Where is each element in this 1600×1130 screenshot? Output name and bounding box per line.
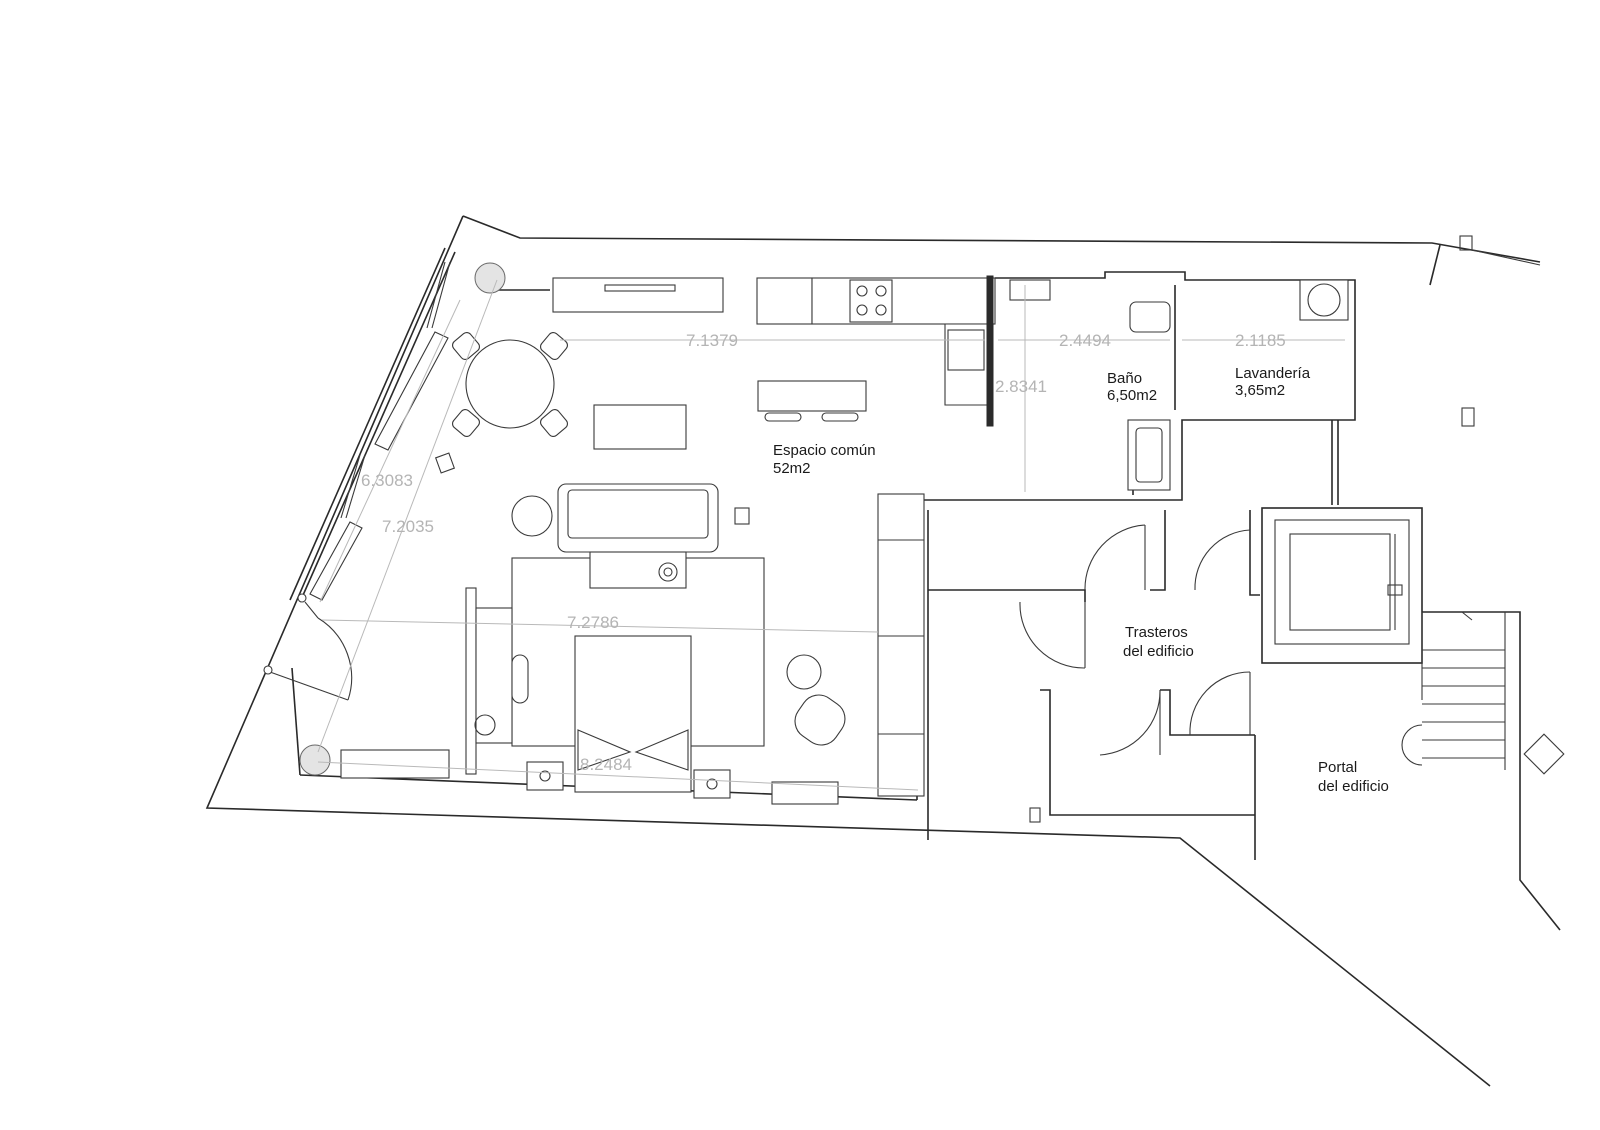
room-name-lavanderia: Lavandería [1235,365,1311,382]
dimension-label: 8.2484 [580,755,632,774]
outer-walls [205,215,1541,1087]
room-area-portal: del edificio [1318,778,1389,795]
dimension-label: 7.2786 [567,613,619,632]
bathroom-fixtures [1009,279,1171,491]
dimension-label: 2.4494 [1059,331,1111,350]
laundry-fixtures [1299,279,1349,321]
elevator [1261,507,1423,664]
dining-set [451,331,569,438]
room-name-trasteros: Trasteros [1125,624,1188,641]
room-name-portal: Portal [1318,759,1357,776]
dimension-label: 7.2035 [382,517,434,536]
dimension-lines [317,279,1345,791]
living-area [434,404,765,747]
kitchen [552,275,996,427]
room-area-lavanderia: 3,65m2 [1235,382,1285,399]
stairs [1401,407,1565,931]
island [757,380,867,422]
room-labels: Espacio común 52m2 Baño 6,50m2 Lavanderí… [773,365,1389,795]
dimension-label: 7.1379 [686,331,738,350]
room-area-trasteros: del edificio [1123,643,1194,660]
dimension-label: 6.3083 [361,471,413,490]
windows [309,261,451,601]
bedroom-area [340,587,846,805]
wardrobes [877,493,925,797]
dimension-label: 2.8341 [995,377,1047,396]
room-area-espacio-comun: 52m2 [773,460,811,477]
plants [299,262,506,776]
entrance-door [263,593,353,701]
storage-doors [1019,524,1251,823]
room-area-bano: 6,50m2 [1107,387,1157,404]
dimension-labels: 7.1379 2.4494 2.1185 2.8341 6.3083 7.203… [361,331,1286,774]
dimension-label: 2.1185 [1235,331,1286,350]
room-name-bano: Baño [1107,370,1142,387]
room-name-espacio-comun: Espacio común [773,442,876,459]
